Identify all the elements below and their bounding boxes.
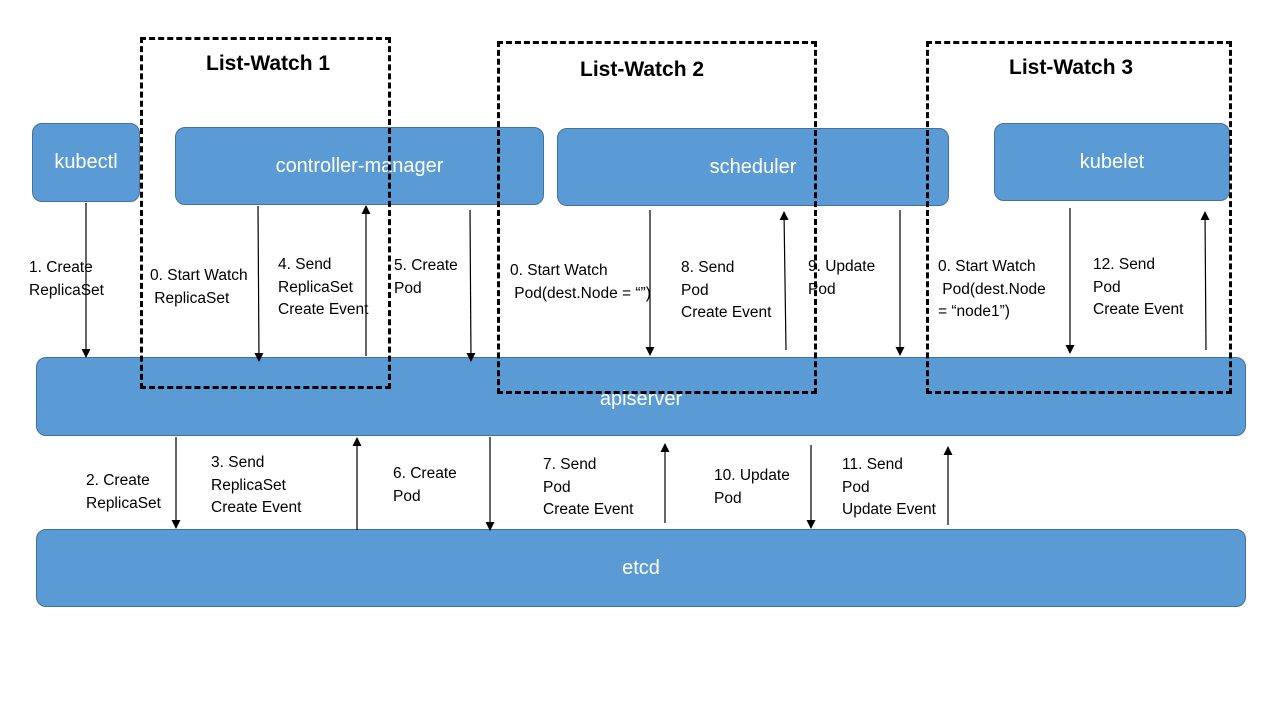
step-0-replicaset-label: 0. Start Watch ReplicaSet [150,267,248,307]
step-4-label: 4. Send ReplicaSet Create Event [278,256,369,318]
step-6-label: 6. Create Pod [393,465,457,505]
kubelet-box: kubelet [994,123,1230,201]
kubectl-label: kubectl [54,151,118,173]
etcd-box: etcd [36,529,1246,607]
list-watch-2-title: List-Watch 2 [580,58,705,81]
step-0-kubelet-label: 0. Start Watch Pod(dest.Node = “node1”) [938,258,1046,320]
step-2-label: 2. Create ReplicaSet [86,472,161,512]
step-3-label: 3. Send ReplicaSet Create Event [211,454,302,516]
kubectl-box: kubectl [32,123,140,202]
step-7-label: 7. Send Pod Create Event [543,456,634,518]
step-12-label: 12. Send Pod Create Event [1093,256,1184,318]
step-11-label: 11. Send Pod Update Event [842,456,936,518]
arrow-0-watch-replicaset [254,205,264,362]
list-watch-1-region [140,37,391,389]
list-watch-3-title: List-Watch 3 [1009,56,1134,79]
controller-manager-box: controller-manager [175,127,544,205]
kubelet-label: kubelet [1079,150,1145,173]
step-10-label: 10. Update Pod [714,467,790,507]
list-watch-3-region [926,41,1232,394]
arrow-12-send-pod-event [1200,211,1210,351]
step-1-label: 1. Create ReplicaSet [29,259,104,299]
arrow-5-create-pod [466,209,476,362]
step-9-label: 9. Update Pod [808,258,876,298]
scheduler-box: scheduler [557,128,949,206]
step-5-label: 5. Create Pod [394,257,458,297]
step-8-label: 8. Send Pod Create Event [681,259,772,321]
controller-manager-label: controller-manager [275,154,444,177]
list-watch-2-region [497,41,817,394]
arrow-8-send-pod-event [779,211,789,351]
step-0-scheduler-label: 0. Start Watch Pod(dest.Node = “”) [510,262,651,302]
etcd-label: etcd [622,556,660,579]
list-watch-1-title: List-Watch 1 [206,52,331,75]
scheduler-label: scheduler [709,155,797,178]
